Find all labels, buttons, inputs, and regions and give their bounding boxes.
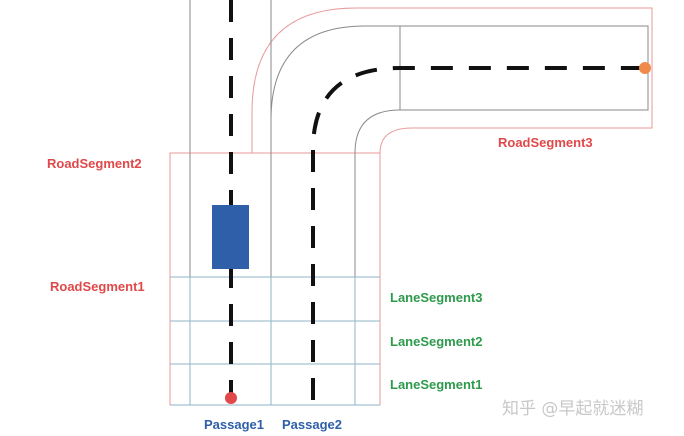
road-segment-3-outline xyxy=(251,7,653,154)
vehicle-rect xyxy=(212,205,249,269)
start-point-dot xyxy=(225,392,237,404)
road-segment-1-label: RoadSegment1 xyxy=(50,279,145,294)
curve-outer-edge xyxy=(354,109,401,154)
lane-segment-grid xyxy=(170,276,380,406)
lane-segment-1-label: LaneSegment1 xyxy=(390,377,482,392)
lane-segment-3-label: LaneSegment3 xyxy=(390,290,482,305)
road-segment-3-label: RoadSegment3 xyxy=(498,135,593,150)
center-lines xyxy=(229,0,645,400)
passage-2-label: Passage2 xyxy=(282,417,342,432)
passage-2-center-line xyxy=(311,66,645,400)
passage-1-label: Passage1 xyxy=(204,417,264,432)
curve-inner-edge xyxy=(270,25,400,153)
road-segment-2-label: RoadSegment2 xyxy=(47,156,142,171)
lane-segment-2-label: LaneSegment2 xyxy=(390,334,482,349)
road-segment-1-outline xyxy=(169,276,381,406)
watermark-text: 知乎 @早起就迷糊 xyxy=(502,399,643,419)
end-point-dot xyxy=(639,62,651,74)
road-segment-2-outline xyxy=(169,152,381,278)
